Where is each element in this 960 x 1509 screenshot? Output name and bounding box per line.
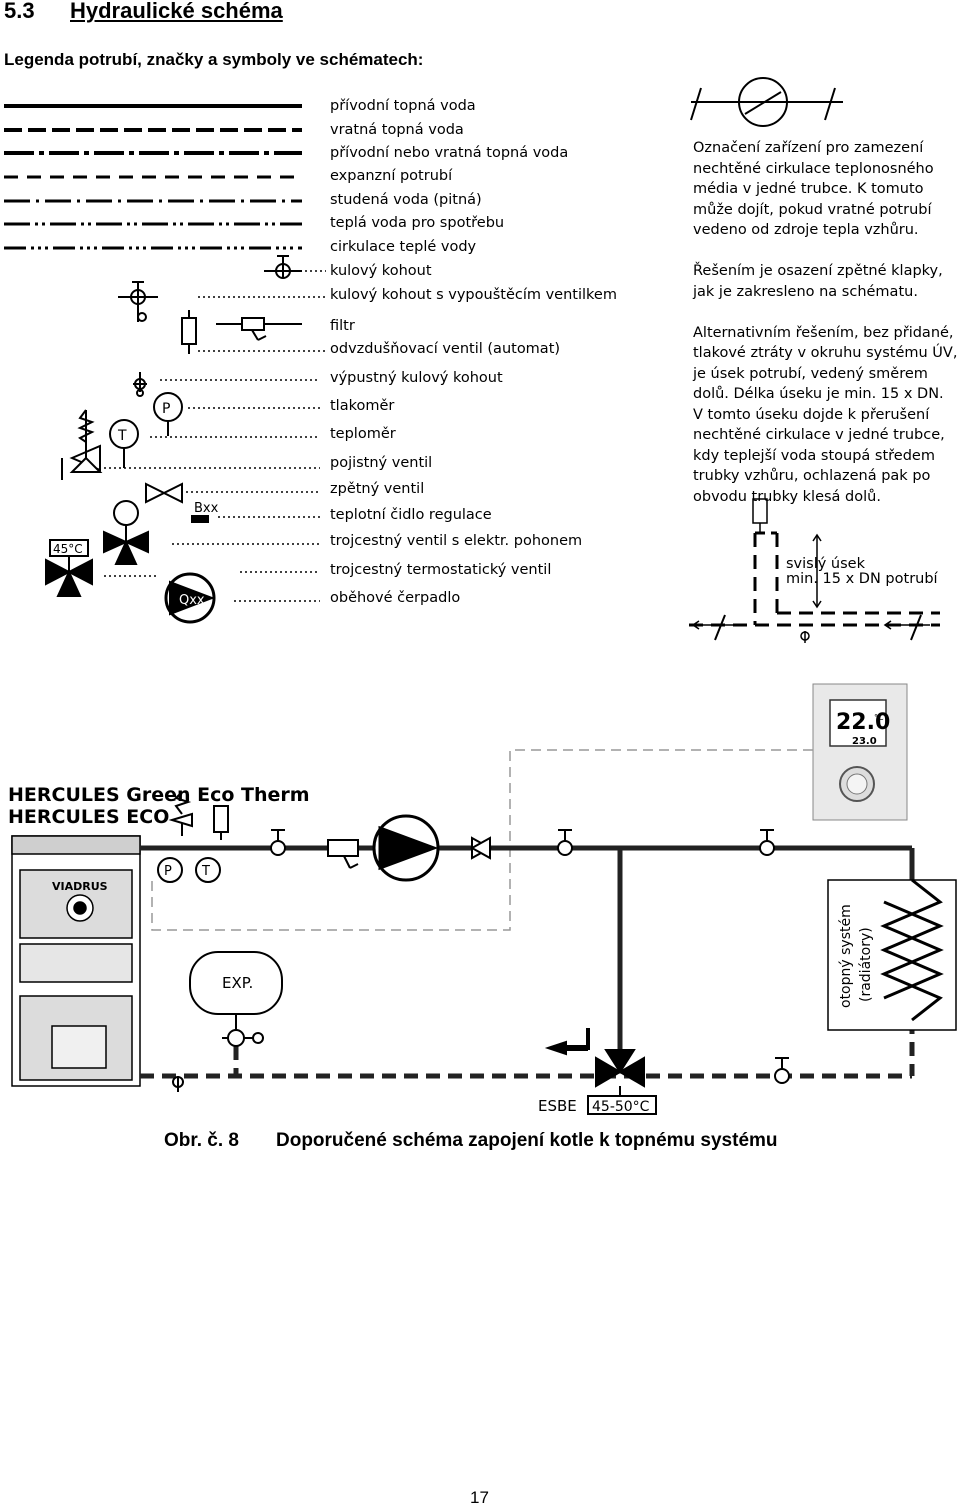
section-heading: 5.3 Hydraulické schéma: [4, 0, 283, 24]
safety-valve-icon: [61, 409, 103, 480]
riser-label: svislý úsek: [786, 556, 865, 572]
legend-temperature-mark: T: [117, 428, 127, 444]
legend-symbol-label: trojcestný ventil s elektr. pohonem: [330, 533, 583, 549]
mixing-valve-brand: ESBE: [538, 1097, 577, 1115]
page-number: 17: [470, 1488, 489, 1507]
heating-scheme: 22.0 °C 23.0 VIADRUS P T: [11, 683, 957, 1115]
legend-symbol-label: kulový kohout s vypouštěcím ventilkem: [330, 287, 617, 303]
legend-pipe-label: studená voda (pitná): [330, 192, 482, 208]
expansion-tank-label: EXP.: [222, 974, 253, 992]
legend-sensor-mark: Bxx: [194, 501, 219, 516]
legend-symbol-label: filtr: [330, 318, 355, 334]
circulation-pump: [372, 814, 440, 882]
sensor-icon: [191, 515, 209, 523]
boiler-brand: VIADRUS: [52, 880, 108, 893]
legend-symbol-label: odvzdušňovací ventil (automat): [330, 341, 561, 357]
anti-circulation-symbol: [690, 77, 843, 127]
mixing-valve-range: 45-50°C: [592, 1099, 650, 1115]
gauge-p-label: P: [164, 864, 172, 879]
legend-thermostatic-mark: 45°C: [53, 542, 83, 556]
legend-pressure-mark: P: [162, 401, 170, 417]
legend-pump-mark: Qxx: [179, 593, 205, 608]
riser-label: min. 15 x DN potrubí: [786, 571, 938, 587]
check-valve-icon: [145, 482, 183, 504]
legend-symbol-label: tlakoměr: [330, 398, 395, 414]
legend-heading: Legenda potrubí, značky a symboly ve sch…: [4, 50, 424, 69]
legend-pipe-label: přívodní topná voda: [330, 98, 476, 114]
radiator: [827, 878, 957, 1031]
legend-symbol-label: oběhové čerpadlo: [330, 590, 461, 606]
pump-icon: [164, 572, 216, 624]
note-text: Označení zařízení pro zamezení nechtěné …: [693, 140, 958, 505]
thermostatic-valve-icon: [45, 539, 93, 597]
section-number: 5.3: [4, 0, 35, 23]
expansion-tank: [172, 951, 283, 1092]
legend-pipe-label: cirkulace teplé vody: [330, 239, 477, 255]
legend-symbols: P T Bxx 45°C Qxx: [45, 255, 326, 624]
room-thermostat: 22.0 °C 23.0: [812, 683, 908, 821]
figure-caption: Doporučené schéma zapojení kotle k topné…: [276, 1130, 778, 1151]
boiler-model-names: HERCULES Green Eco Therm HERCULES ECO: [8, 784, 310, 828]
boiler: [11, 835, 141, 1087]
boiler-model-1: HERCULES Green Eco Therm: [8, 784, 310, 806]
legend-symbol-label: výpustný kulový kohout: [330, 370, 503, 386]
legend-symbol-label: zpětný ventil: [330, 481, 425, 497]
legend-symbol-label: teplotní čidlo regulace: [330, 507, 492, 523]
pipe-line-samples: [4, 104, 302, 250]
radiator-label-1: otopný systém: [838, 904, 854, 1008]
legend-pipe-label: přívodní nebo vratná topná voda: [330, 145, 569, 161]
radiator-label-2: (radiátory): [858, 927, 874, 1002]
legend-pipe-label: teplá voda pro spotřebu: [330, 215, 505, 231]
legend-symbol-label: trojcestný termostatický ventil: [330, 562, 552, 578]
thermostat-reading: 22.0: [836, 710, 890, 735]
legend-pipe-label: expanzní potrubí: [330, 168, 453, 184]
thermostat-unit: °C: [874, 713, 884, 722]
figure-number: Obr. č. 8: [164, 1130, 239, 1151]
legend-symbol-label: kulový kohout: [330, 263, 432, 279]
legend-pipe-label: vratná topná voda: [330, 122, 464, 138]
thermostat-setpoint: 23.0: [852, 736, 877, 747]
ball-valve-drain-icon: [118, 281, 158, 322]
legend-symbol-label: pojistný ventil: [330, 455, 433, 471]
ball-valve-icon: [264, 255, 302, 279]
boiler-model-2: HERCULES ECO: [8, 806, 170, 828]
mixing-valve: [544, 1028, 657, 1115]
three-way-motor-valve-icon: [103, 500, 149, 565]
gauge-t-label: T: [201, 864, 210, 879]
pressure-gauge-icon: [153, 392, 183, 436]
air-vent-icon: [181, 310, 197, 354]
thermometer-icon: [109, 419, 139, 468]
section-title: Hydraulické schéma: [70, 0, 283, 23]
drain-valve-icon: [133, 372, 147, 397]
legend-symbol-label: teploměr: [330, 426, 396, 442]
riser-diagram: [689, 498, 940, 643]
filter-icon: [216, 317, 302, 341]
